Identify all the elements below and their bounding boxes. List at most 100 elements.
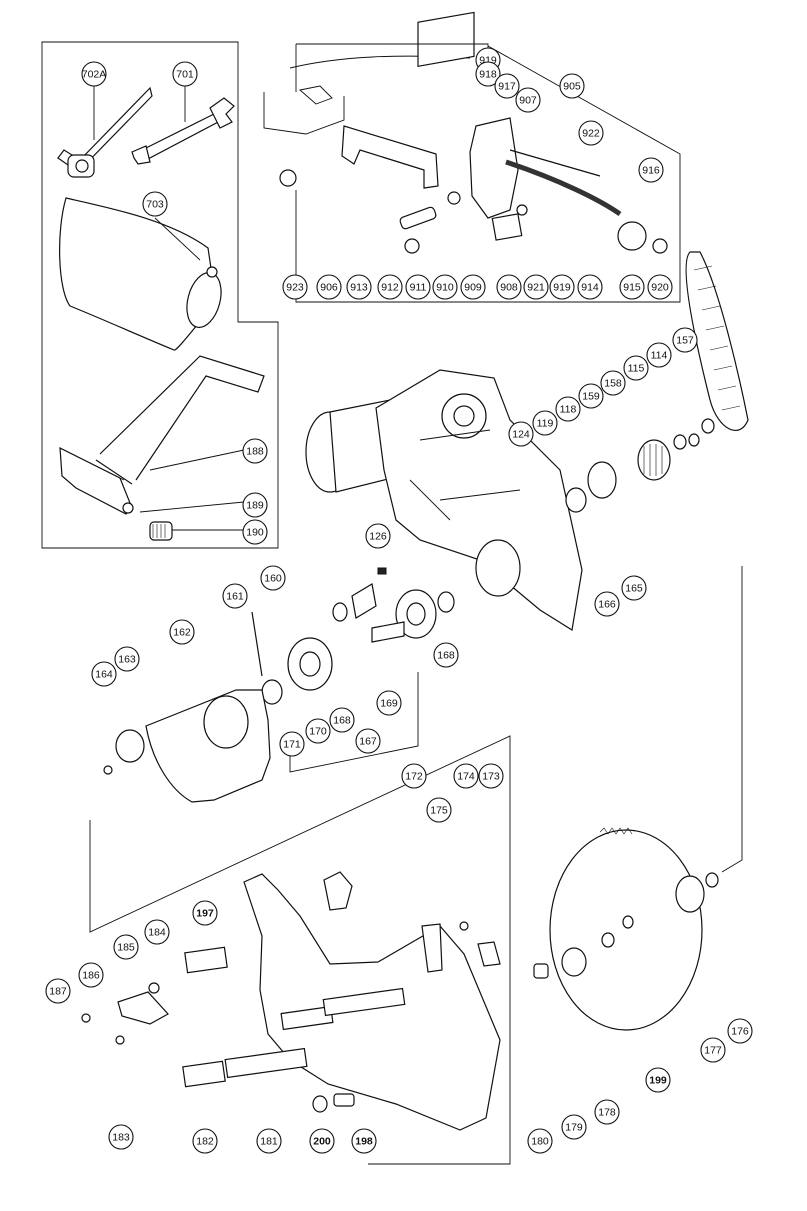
callout-165: 165	[621, 575, 647, 601]
callout-label: 115	[628, 363, 645, 375]
callout-label: 922	[582, 128, 600, 140]
callout-187: 187	[45, 978, 71, 1004]
callout-circle	[600, 370, 626, 396]
callout-label: 126	[369, 531, 387, 543]
callout-label: 906	[320, 282, 338, 294]
callout-circle	[91, 661, 117, 687]
callout-label: 701	[176, 69, 194, 81]
callout-circle	[727, 1018, 753, 1044]
callout-label: 200	[313, 1136, 331, 1148]
callout-label: 913	[350, 282, 368, 294]
dust-bag-drawing	[59, 197, 222, 351]
callout-circle	[494, 73, 520, 99]
callout-199: 199	[645, 1067, 671, 1093]
callout-circle	[555, 396, 581, 422]
callout-circle	[478, 763, 504, 789]
callout-914: 914	[577, 274, 603, 300]
callout-circle	[377, 274, 403, 300]
callout-label: 171	[283, 739, 301, 751]
callout-circle	[222, 583, 248, 609]
callout-label: 915	[623, 282, 641, 294]
callout-label: 907	[519, 95, 537, 107]
callout-158: 158	[600, 370, 626, 396]
callout-circle	[45, 978, 71, 1004]
callout-159: 159	[578, 383, 604, 409]
callout-circle	[433, 642, 459, 668]
callout-circle	[316, 274, 342, 300]
callout-label: 917	[498, 81, 516, 93]
callout-118: 118	[555, 396, 581, 422]
callout-label: 189	[246, 500, 264, 512]
callout-198: 198	[351, 1128, 377, 1154]
callout-181: 181	[256, 1128, 282, 1154]
callout-circle	[242, 492, 268, 518]
callout-circle	[672, 327, 698, 353]
callout-label: 187	[49, 986, 67, 998]
callout-circle	[260, 565, 286, 591]
spanner-drawing	[131, 97, 235, 165]
callout-label: 182	[196, 1136, 214, 1148]
callout-label: 164	[95, 669, 113, 681]
callout-circle	[242, 519, 268, 545]
callout-label: 703	[146, 199, 164, 211]
leader-lines	[89, 43, 743, 1165]
callout-label: 183	[112, 1132, 130, 1144]
callout-909: 909	[460, 274, 486, 300]
gear-housing-drawing	[305, 369, 583, 631]
callout-label: 168	[437, 650, 455, 662]
callout-905: 905	[559, 73, 585, 99]
saw-blade-drawing	[533, 827, 719, 1031]
blade-guard-drawing	[81, 871, 501, 1131]
callout-circle	[621, 575, 647, 601]
callout-label: 186	[82, 970, 100, 982]
callout-circle	[460, 274, 486, 300]
callout-906: 906	[316, 274, 342, 300]
callout-circle	[623, 355, 649, 381]
callout-circle	[523, 274, 549, 300]
callout-917: 917	[494, 73, 520, 99]
callout-label: 923	[286, 282, 304, 294]
callout-circle	[594, 591, 620, 617]
callout-label: 910	[436, 282, 454, 294]
upper-assembly-drawing	[263, 11, 668, 254]
callout-168: 168	[329, 707, 355, 733]
callout-label: 920	[651, 282, 669, 294]
callout-circle	[619, 274, 645, 300]
callout-197: 197	[192, 900, 218, 926]
callout-circle	[508, 421, 534, 447]
callout-label: 162	[173, 627, 191, 639]
callout-702A: 702A	[81, 61, 107, 87]
callout-label: 912	[381, 282, 399, 294]
callout-916: 916	[638, 157, 664, 183]
callout-114: 114	[646, 342, 672, 368]
callout-circle	[282, 274, 308, 300]
callout-circle	[647, 274, 673, 300]
callout-circle	[192, 900, 218, 926]
callout-label: 169	[380, 698, 398, 710]
callout-circle	[279, 731, 305, 757]
callout-200: 200	[309, 1128, 335, 1154]
callout-label: 702A	[82, 69, 107, 81]
callout-172: 172	[401, 763, 427, 789]
gear-cover-drawing	[103, 689, 271, 803]
callout-circle	[144, 919, 170, 945]
callout-circle	[114, 646, 140, 672]
callout-166: 166	[594, 591, 620, 617]
callout-circle	[638, 157, 664, 183]
callout-164: 164	[91, 661, 117, 687]
callout-174: 174	[453, 763, 479, 789]
callout-circle	[142, 191, 168, 217]
callout-circle	[532, 410, 558, 436]
callout-183: 183	[108, 1124, 134, 1150]
callout-label: 118	[560, 404, 577, 416]
callout-circle	[192, 1128, 218, 1154]
callout-circle	[527, 1128, 553, 1154]
callout-circle	[578, 383, 604, 409]
callout-circle	[700, 1037, 726, 1063]
callout-701: 701	[172, 61, 198, 87]
callout-161: 161	[222, 583, 248, 609]
callout-circle	[78, 962, 104, 988]
callout-circle	[108, 1124, 134, 1150]
